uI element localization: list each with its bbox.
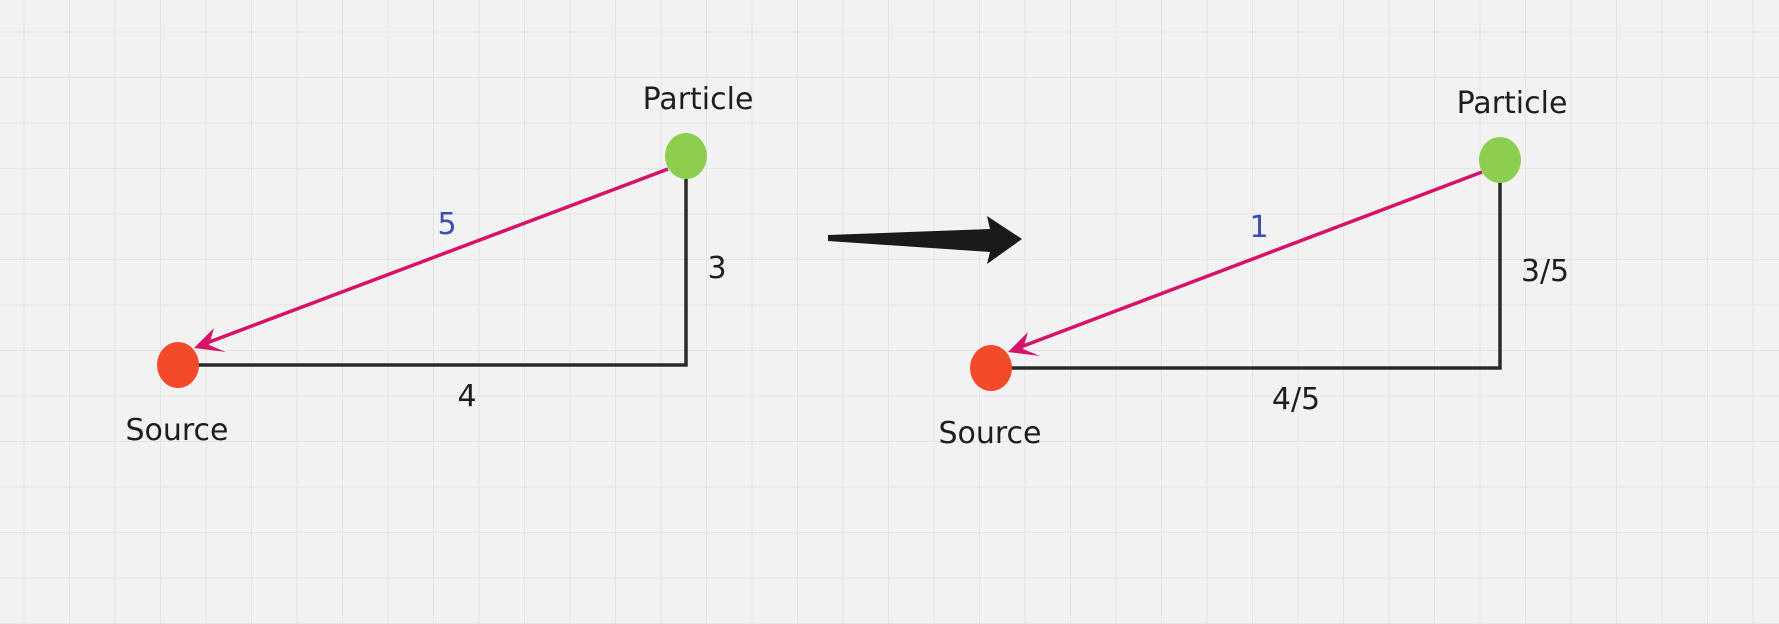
left-source-node (157, 342, 199, 388)
left-legs (178, 156, 688, 367)
right-hypotenuse-vector (1017, 170, 1483, 350)
left-particle-node (665, 133, 707, 179)
left-source-label: Source (125, 413, 228, 448)
transform-arrow (828, 216, 1022, 264)
right-source-node (970, 345, 1012, 391)
left-particle-label: Particle (643, 82, 754, 117)
left-hypotenuse-label: 5 (437, 207, 456, 242)
right-source-label: Source (938, 416, 1041, 451)
left-hypotenuse-vector (203, 167, 669, 346)
right-hypotenuse-label: 1 (1249, 210, 1268, 245)
right-particle-label: Particle (1457, 86, 1568, 121)
left-vertical-label: 3 (707, 251, 726, 286)
right-vertical-label: 3/5 (1521, 254, 1569, 289)
transform-arrow-shape (828, 216, 1022, 264)
right-particle-node (1479, 137, 1521, 183)
right-triangle: Particle Source 1 3/5 4/5 (938, 86, 1569, 451)
left-vector-arrowhead (194, 328, 226, 352)
left-triangle: Particle Source 5 3 4 (125, 82, 753, 448)
right-horizontal-label: 4/5 (1272, 382, 1320, 417)
left-horizontal-label: 4 (457, 379, 476, 414)
right-legs (992, 160, 1502, 370)
right-vector-arrowhead (1008, 332, 1040, 356)
